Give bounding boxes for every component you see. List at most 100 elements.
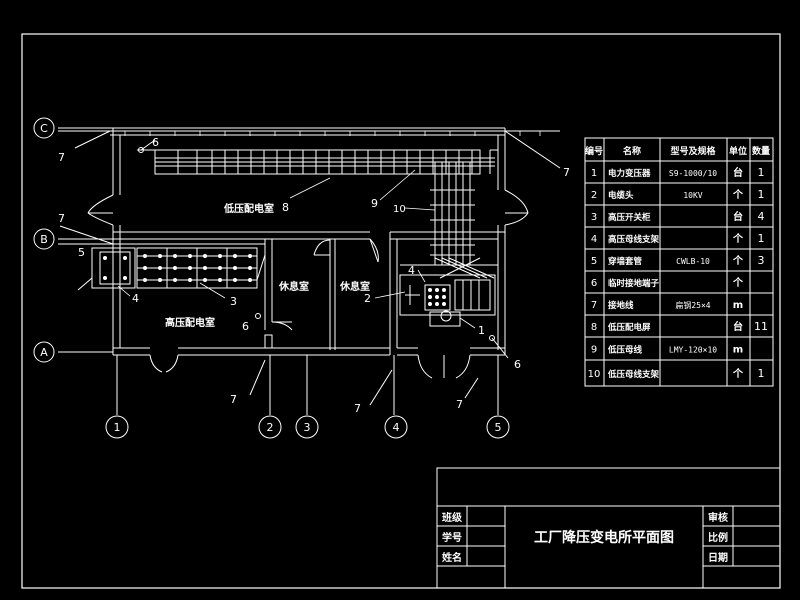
legend-header-qty: 数量 [752, 145, 770, 157]
legend-cell-unit: m [733, 300, 743, 311]
legend-header-unit: 单位 [729, 145, 747, 157]
title-block-label-scale: 比例 [708, 531, 728, 544]
legend-cell-no: 5 [591, 256, 597, 267]
legend-cell-name: 穿墙套管 [608, 256, 643, 267]
high-voltage-switchgear [77, 243, 266, 291]
callout-2: 2 [364, 292, 371, 305]
callout-numbers: 1 2 3 4 4 5 6 6 6 7 7 7 7 7 7 8 9 10 [58, 136, 570, 415]
callout-6b: 6 [242, 320, 249, 333]
legend-cell-no: 8 [591, 322, 597, 333]
legend-cell-name: 低压母线支架 [607, 369, 660, 380]
callout-4b: 4 [408, 264, 415, 277]
legend-cell-unit: m [733, 345, 743, 356]
legend-cell-unit: 台 [733, 320, 743, 333]
axis-label-b: B [40, 233, 48, 246]
transformer-dots [428, 288, 446, 306]
callout-7b: 7 [563, 166, 570, 179]
legend-cell-qty: 1 [758, 166, 765, 179]
legend-cell-qty: 1 [758, 188, 765, 201]
legend-cell-qty: 3 [758, 254, 765, 267]
axis-label-5: 5 [495, 421, 502, 434]
legend-header-name: 名称 [623, 145, 641, 157]
switchgear-dots [103, 254, 252, 282]
callout-3: 3 [230, 295, 237, 308]
axis-grid [33, 117, 510, 439]
title-block-label-date: 日期 [708, 551, 728, 564]
legend-cell-model: 扁钢25×4 [675, 300, 710, 310]
callout-9: 9 [371, 197, 378, 210]
legend-cell-name: 低压配电屏 [607, 322, 651, 333]
title-block-label-class: 班级 [442, 511, 463, 524]
legend-cell-unit: 个 [732, 254, 744, 267]
building-walls [87, 127, 529, 379]
legend-cell-no: 3 [591, 212, 597, 223]
axis-labels: C B A 1 2 3 4 5 [40, 122, 501, 434]
axis-label-c: C [40, 122, 48, 135]
legend-cell-model: LMY-120×10 [669, 346, 717, 355]
legend-cell-qty: 1 [758, 367, 765, 380]
legend-cell-no: 9 [591, 345, 597, 356]
callout-1: 1 [478, 324, 485, 337]
callout-5: 5 [78, 246, 85, 259]
legend-cell-qty: 1 [758, 232, 765, 245]
legend-cell-model: 10KV [683, 191, 702, 200]
grounding-ticks [124, 131, 541, 136]
axis-label-3: 3 [304, 421, 311, 434]
room-label-high-voltage: 高压配电室 [165, 316, 215, 329]
callout-8: 8 [282, 201, 289, 214]
legend-cell-no: 7 [591, 300, 597, 311]
legend-cell-name: 电缆头 [608, 190, 634, 201]
legend-table-grid [584, 137, 774, 387]
axis-label-4: 4 [393, 421, 400, 434]
legend-header-model: 型号及规格 [670, 145, 716, 157]
axis-bubble-1 [105, 415, 129, 439]
axis-bubble-4 [384, 415, 408, 439]
axis-bubble-c [33, 117, 55, 139]
leader-lines [117, 169, 476, 329]
legend-cell-qty: 4 [758, 210, 765, 223]
title-block-label-review: 审核 [708, 511, 728, 524]
callout-7e: 7 [354, 402, 361, 415]
legend-cell-name: 低压母线 [607, 345, 643, 356]
legend-cell-unit: 台 [733, 210, 743, 223]
legend-cell-unit: 台 [733, 166, 743, 179]
callout-7a: 7 [58, 151, 65, 164]
title-block-grid [436, 467, 781, 589]
axis-bubble-3 [295, 415, 319, 439]
drawing-title: 工厂降压变电所平面图 [534, 529, 674, 546]
legend-cell-unit: 个 [732, 367, 744, 380]
legend-cell-name: 电力变压器 [608, 168, 651, 179]
axis-bubble-b [33, 228, 55, 250]
legend-header-no: 编号 [585, 145, 603, 157]
legend-cell-model: S9-1000/10 [669, 169, 717, 178]
legend-cell-unit: 个 [732, 188, 744, 201]
legend-cell-no: 10 [588, 369, 601, 380]
legend-cell-unit: 个 [732, 276, 744, 289]
callout-6a: 6 [152, 136, 159, 149]
legend-cell-no: 1 [591, 168, 597, 179]
legend-cell-name: 临时接地端子 [608, 278, 660, 289]
drawing-frame [21, 33, 781, 589]
legend-cell-no: 6 [591, 278, 597, 289]
legend-cell-qty: 11 [754, 320, 768, 333]
legend-cell-name: 高压开关柜 [608, 212, 651, 223]
room-label-low-voltage: 低压配电室 [223, 202, 274, 215]
axis-bubble-a [33, 341, 55, 363]
callout-10: 10 [393, 204, 406, 215]
title-block-label-student-id: 学号 [442, 531, 462, 544]
axis-bubble-5 [486, 415, 510, 439]
room-label-rest-room-1: 休息室 [278, 280, 309, 293]
low-voltage-panels [137, 149, 498, 279]
room-label-rest-room-2: 休息室 [339, 280, 370, 293]
axis-label-a: A [40, 346, 48, 359]
axis-bubble-2 [258, 415, 282, 439]
legend-cell-no: 2 [591, 190, 597, 201]
grounding-lines [58, 130, 561, 406]
legend-cell-model: CWLB-10 [676, 257, 710, 266]
transformer-equipment [399, 264, 498, 327]
callout-6c: 6 [514, 358, 521, 371]
callout-7d: 7 [230, 393, 237, 406]
